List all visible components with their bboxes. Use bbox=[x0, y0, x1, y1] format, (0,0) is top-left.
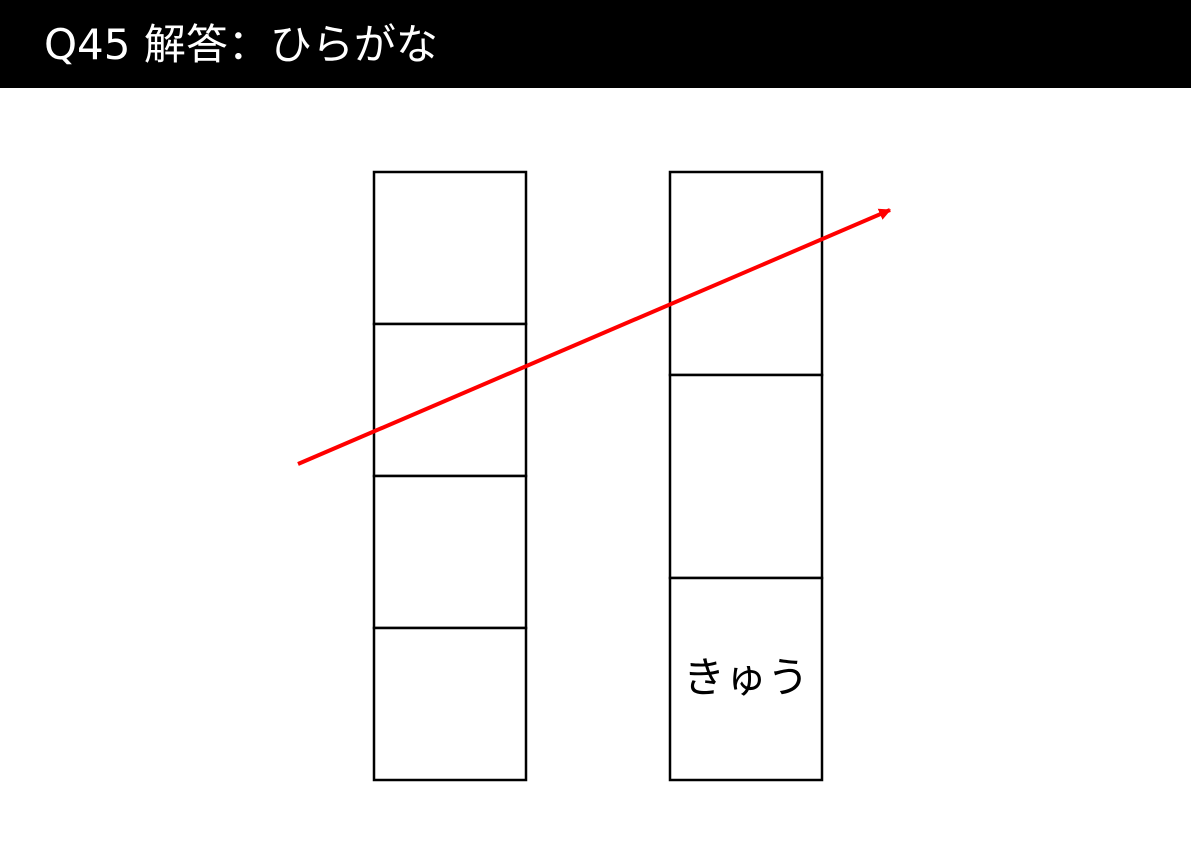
right-column: きゅう bbox=[668, 170, 824, 782]
left-cell-1 bbox=[372, 170, 528, 326]
left-cell-4 bbox=[372, 626, 528, 782]
arrow-line bbox=[297, 208, 892, 466]
right-cell-3 bbox=[668, 576, 824, 782]
page-title: Q45 解答：ひらがな bbox=[44, 20, 438, 69]
red-arrow bbox=[297, 208, 892, 466]
left-column bbox=[372, 170, 528, 782]
right-cell-2 bbox=[668, 373, 824, 580]
left-cell-3 bbox=[372, 474, 528, 630]
answer-text-kyuu: きゅう bbox=[683, 653, 809, 702]
header-bar: Q45 解答：ひらがな bbox=[0, 0, 1191, 88]
